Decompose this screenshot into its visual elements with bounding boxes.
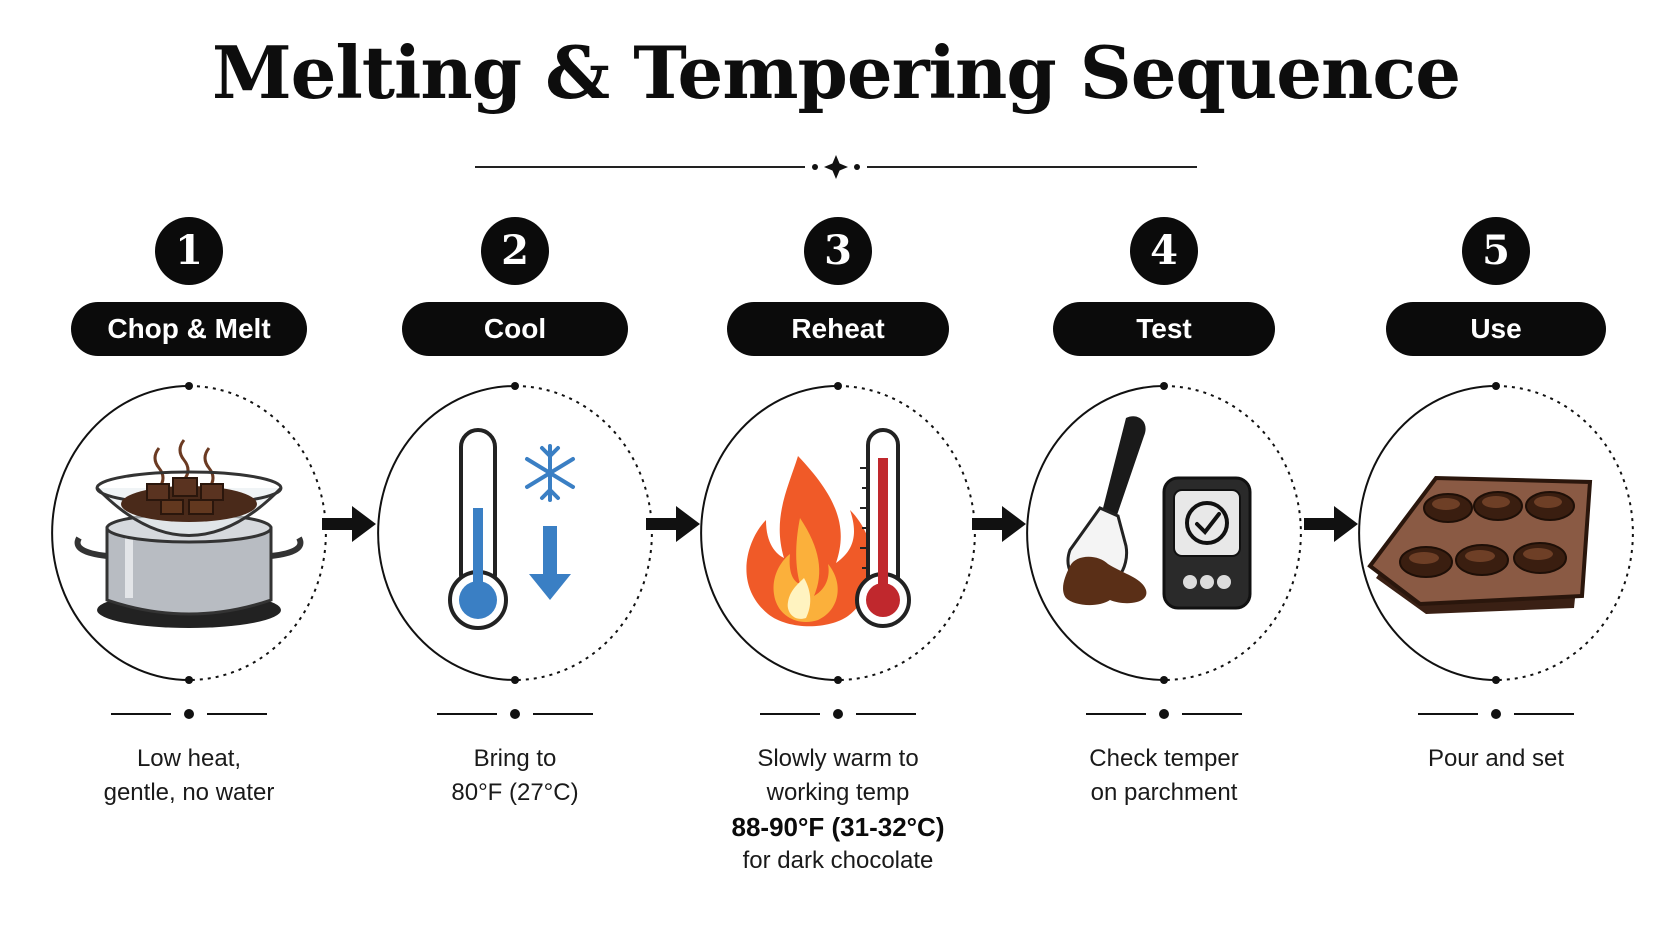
thermometer-cold-icon — [448, 428, 575, 630]
flame-thermometer-icon — [746, 428, 911, 628]
arrow-2-3 — [646, 506, 700, 542]
step-number: 3 — [804, 217, 872, 285]
step-number: 5 — [1462, 217, 1530, 285]
chocolate-mold-icon — [1367, 475, 1593, 614]
step-description: Slowly warm to working temp 88-90°F (31-… — [688, 742, 988, 878]
spatula-checker-icon — [1063, 416, 1252, 610]
step-label: Cool — [402, 302, 628, 356]
step-description: Low heat, gentle, no water — [103, 745, 275, 806]
step-label: Chop & Melt — [71, 302, 307, 356]
step-number: 1 — [155, 217, 223, 285]
step-description: Bring to 80°F (27°C) — [451, 745, 579, 806]
step-3: 3 Reheat Slowly warm to working temp 88-… — [688, 0, 988, 941]
step-1: 1 Chop & Melt Low heat, ge — [39, 0, 339, 941]
arrow-1-2 — [322, 506, 376, 542]
step-ring — [1358, 382, 1634, 684]
arrow-4-5 — [1304, 506, 1358, 542]
step-5: 5 Use — [1346, 0, 1646, 941]
arrow-3-4 — [972, 506, 1026, 542]
step-tick — [1086, 709, 1242, 719]
step-tick — [1418, 709, 1574, 719]
double-boiler-icon — [74, 439, 304, 628]
title-divider — [475, 155, 1197, 179]
page-title: Melting & Tempering Sequence — [211, 30, 1461, 115]
working-temp: 88-90°F (31-32°C) — [731, 812, 945, 842]
step-tick — [437, 709, 593, 719]
step-number: 2 — [481, 217, 549, 285]
step-label: Reheat — [727, 302, 949, 356]
step-ring — [700, 382, 976, 684]
step-ring — [377, 382, 653, 684]
step-description: Check temper on parchment — [1089, 745, 1239, 806]
step-number: 4 — [1130, 217, 1198, 285]
step-label: Test — [1053, 302, 1275, 356]
step-tick — [760, 709, 916, 719]
step-label: Use — [1386, 302, 1606, 356]
step-tick — [111, 709, 267, 719]
step-description: Pour and set — [1427, 745, 1565, 772]
step-2: 2 Cool Bring to 80°F (27°C) — [365, 0, 665, 941]
step-ring — [51, 382, 327, 684]
step-ring — [1026, 382, 1302, 684]
step-4: 4 Test Check temper on parchment — [1014, 0, 1314, 941]
